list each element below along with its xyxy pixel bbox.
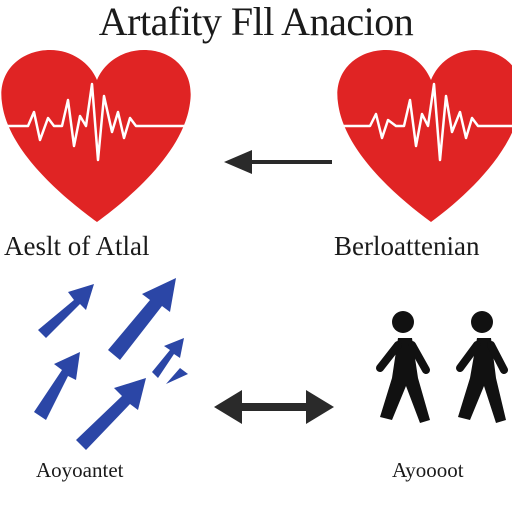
arrow-left-icon <box>224 150 332 174</box>
ecg-line <box>340 82 512 162</box>
double-arrow-icon <box>214 390 334 424</box>
label-bottom-left: Aoyoantet <box>36 458 124 482</box>
label-top-left: Aeslt of Atlal <box>4 231 150 261</box>
label-bottom-right: Ayoooot <box>392 458 464 482</box>
label-top-right: Berloattenian <box>334 231 480 261</box>
heart-icon <box>337 50 512 222</box>
heart-icon <box>0 50 191 222</box>
ecg-line <box>0 82 190 162</box>
walking-people-icon <box>376 311 508 423</box>
up-arrows-icon <box>34 278 188 450</box>
diagram-title: Artafity Fll Anacion <box>98 0 414 44</box>
